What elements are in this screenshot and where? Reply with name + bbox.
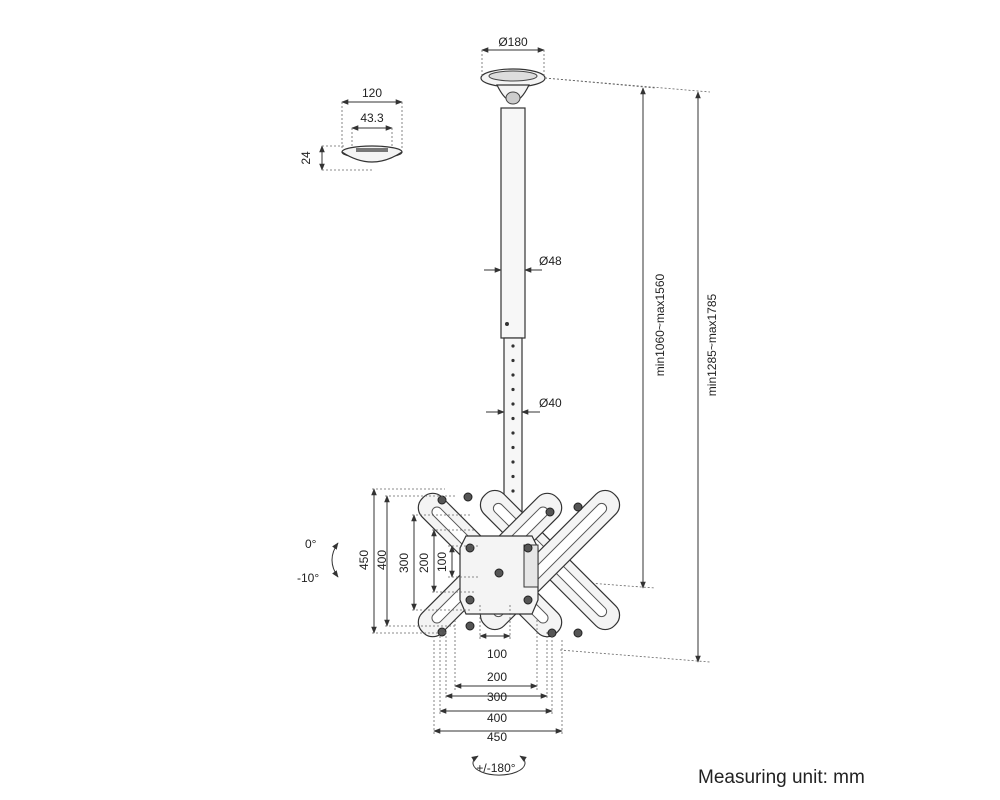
- rotation-label: +/-180°: [476, 761, 515, 775]
- height-range-1-label: min1060~max1560: [653, 273, 667, 376]
- bracket-hole: [437, 627, 447, 637]
- tube-hole: [511, 416, 515, 421]
- tube-hole: [511, 344, 515, 348]
- bracket-hole: [465, 595, 475, 605]
- vesa-h-300: 300: [487, 690, 507, 704]
- bracket-hole: [573, 502, 583, 512]
- bracket-hole: [547, 628, 557, 638]
- tube-hole: [511, 373, 515, 377]
- upper-tube-diameter-label: Ø48: [539, 254, 562, 268]
- tilt-indicator: 0° -10°: [297, 537, 339, 585]
- vesa-v-200: 200: [417, 553, 431, 573]
- ceiling-plate: [480, 68, 546, 105]
- vesa-horizontal-dims: 100 200 300 400 450: [433, 605, 563, 744]
- rotation-indicator: +/-180°: [471, 755, 527, 776]
- bracket-hole: [573, 628, 583, 638]
- vesa-v-400: 400: [375, 550, 389, 570]
- tube-hole: [511, 358, 515, 363]
- tube-hole: [511, 460, 515, 464]
- bracket-hole: [465, 621, 475, 631]
- bracket-hole: [465, 543, 475, 553]
- vesa-v-300: 300: [397, 553, 411, 573]
- bracket-hole: [437, 495, 447, 505]
- vesa-h-200: 200: [487, 670, 507, 684]
- base-inner-label: 43.3: [360, 111, 384, 125]
- height-range-2-label: min1285~max1785: [705, 293, 719, 396]
- vesa-bracket: [417, 489, 621, 638]
- lower-tube-diameter-label: Ø40: [539, 396, 562, 410]
- tube-hole: [511, 445, 515, 450]
- vesa-v-450: 450: [357, 550, 371, 570]
- vesa-h-400: 400: [487, 711, 507, 725]
- tilt-top-label: 0°: [305, 537, 317, 551]
- tilt-bottom-label: -10°: [297, 571, 319, 585]
- ceiling-plate-diameter-label: Ø180: [498, 35, 528, 49]
- bracket-hole: [545, 507, 555, 517]
- base-detail: [341, 145, 403, 163]
- bracket-hole: [463, 492, 473, 502]
- tube-hole: [511, 474, 515, 479]
- tube-hole: [511, 489, 515, 493]
- vesa-vertical-dims: 450 400 300 200 100: [357, 488, 478, 634]
- tube-hole: [511, 387, 515, 392]
- bracket-hole: [523, 595, 533, 605]
- vesa-v-100: 100: [435, 552, 449, 572]
- bracket-hole: [523, 543, 533, 553]
- bracket-hole: [494, 568, 504, 578]
- base-width-label: 120: [362, 86, 382, 100]
- vesa-h-450: 450: [487, 730, 507, 744]
- base-height-label: 24: [299, 151, 313, 165]
- upper-tube: [500, 107, 526, 339]
- vesa-h-100: 100: [487, 647, 507, 661]
- measuring-unit-label: Measuring unit: mm: [698, 767, 865, 788]
- tube-hole: [511, 431, 515, 435]
- tube-hole: [511, 402, 515, 406]
